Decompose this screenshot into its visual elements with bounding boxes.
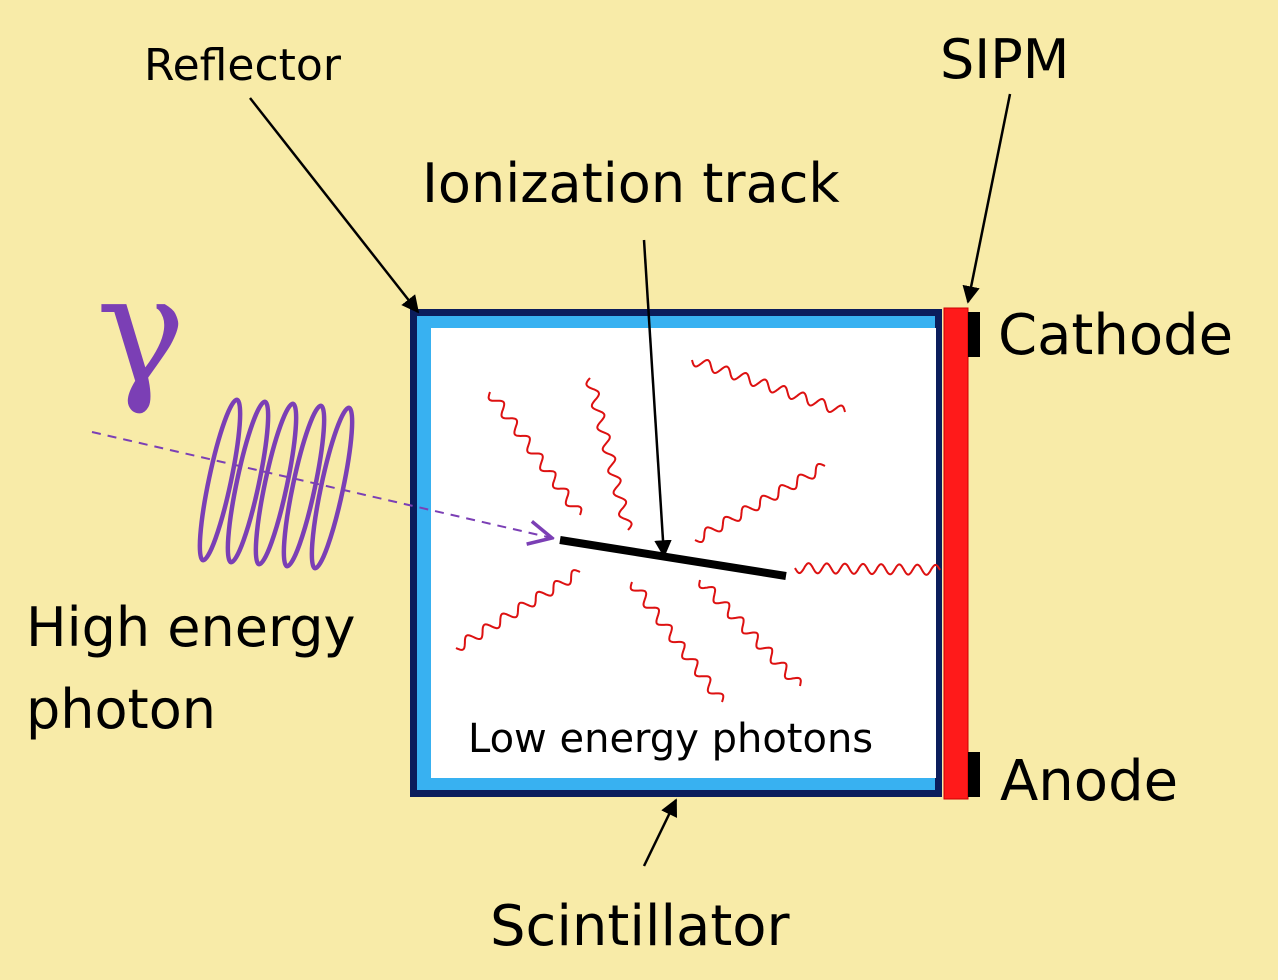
anode-terminal bbox=[968, 752, 980, 797]
gamma-symbol: γ bbox=[96, 244, 186, 418]
scintillator-crystal bbox=[431, 328, 936, 778]
gamma-coil-loop bbox=[309, 405, 355, 571]
low-energy-photon-wave bbox=[629, 581, 725, 703]
gamma-wave-coil bbox=[197, 397, 355, 571]
sipm-label: SIPM bbox=[940, 28, 1069, 91]
gamma-coil-loop bbox=[281, 403, 327, 569]
cathode-terminal bbox=[968, 312, 980, 357]
reflector-arrow bbox=[249, 97, 420, 314]
low-energy-photon-wave bbox=[455, 569, 581, 651]
ionization-track bbox=[559, 536, 787, 580]
high-energy-photon-label-line2: photon bbox=[26, 678, 216, 741]
low-energy-photon-wave bbox=[794, 562, 941, 576]
low-energy-photon-wave bbox=[691, 358, 846, 414]
anode-label: Anode bbox=[1000, 749, 1178, 814]
gamma-coil-loop bbox=[197, 397, 243, 563]
gamma-coil-loop bbox=[253, 401, 299, 567]
low-energy-photons-label: Low energy photons bbox=[468, 716, 873, 762]
low-energy-photon-wave bbox=[487, 391, 583, 516]
high-energy-photon-label-line1: High energy bbox=[26, 596, 355, 659]
reflector-label: Reflector bbox=[144, 40, 342, 91]
low-energy-photon-waves bbox=[455, 358, 941, 703]
low-energy-photon-wave bbox=[694, 463, 826, 543]
scintillator-label: Scintillator bbox=[490, 894, 791, 959]
ionization-track-arrow bbox=[642, 239, 672, 558]
low-energy-photon-wave bbox=[585, 377, 633, 531]
cathode-label: Cathode bbox=[998, 303, 1233, 368]
low-energy-photon-wave bbox=[698, 579, 802, 687]
ionization-track-label: Ionization track bbox=[422, 152, 840, 215]
sipm-bar bbox=[943, 307, 969, 800]
gamma-coil-loop bbox=[225, 399, 271, 565]
sipm-arrow bbox=[962, 93, 1012, 304]
scintillator-arrow bbox=[642, 798, 678, 867]
